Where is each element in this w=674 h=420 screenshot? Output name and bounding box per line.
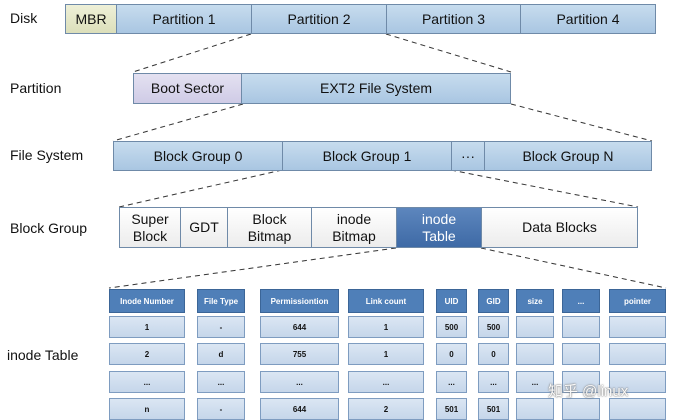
bg-inode-bitmap-line2: Bitmap [332,227,376,244]
fs-block-group-1: Block Group 1 [282,141,452,171]
connector-table-right [480,247,667,289]
table-cell: 1 [109,316,185,338]
table-cell [562,316,600,338]
table-cell: ... [197,371,245,393]
table-header-cell: Inode Number [109,289,185,313]
bg-block-bitmap-line1: Block [252,210,287,227]
table-cell: 1 [348,316,424,338]
connector-table-left [108,247,397,289]
table-cell: 1 [348,343,424,365]
connector-bg-left [118,169,283,208]
fs-block-group-n: Block Group N [484,141,652,171]
disk-label: Disk [10,10,38,26]
disk-partition-1: Partition 1 [116,4,252,34]
table-header-cell: Link count [348,289,424,313]
inode-table-label: inode Table [7,347,79,363]
table-cell: ... [109,371,185,393]
bg-inode-bitmap-line1: inode [336,210,372,227]
table-cell: 500 [436,316,467,338]
disk-partition-2: Partition 2 [251,4,387,34]
connector-partition-left [132,33,252,73]
table-header-cell: ... [562,289,600,313]
table-header-cell: Permissiontion [260,289,339,313]
table-cell [562,398,600,420]
connector-bg-right [450,169,639,208]
table-cell: ... [478,371,509,393]
table-cell: 2 [109,343,185,365]
fs-ellipsis: ··· [451,141,485,171]
disk-mbr: MBR [65,4,117,34]
partition-ext2-file-system: EXT2 File System [241,73,511,104]
table-cell: 644 [260,316,339,338]
table-header-cell: GID [478,289,509,313]
partition-boot-sector: Boot Sector [133,73,242,104]
bg-inode-table-line1: inode [421,210,457,227]
table-cell: 501 [478,398,509,420]
table-header-cell: size [516,289,554,313]
table-cell: 2 [348,398,424,420]
table-cell: ... [348,371,424,393]
table-cell [562,371,600,393]
table-cell: ... [436,371,467,393]
watermark: 知乎 @linux [548,383,629,400]
disk-partition-4: Partition 4 [520,4,656,34]
connector-fs-right [510,103,653,142]
table-cell [562,343,600,365]
table-cell: 0 [436,343,467,365]
bg-super-block-line1: Super [131,210,169,227]
table-cell: 500 [478,316,509,338]
block-group-label: Block Group [10,220,88,236]
fs-block-group-0: Block Group 0 [113,141,283,171]
table-cell [516,316,554,338]
table-cell: - [197,398,245,420]
file-system-label: File System [10,147,84,163]
table-cell [516,398,554,420]
table-header-cell: UID [436,289,467,313]
bg-inode-table-line2: Table [422,227,456,244]
bg-data-blocks: Data Blocks [481,207,638,248]
table-cell: 644 [260,398,339,420]
disk-partition-3: Partition 3 [386,4,521,34]
table-cell [609,316,666,338]
table-cell: n [109,398,185,420]
table-cell: 501 [436,398,467,420]
table-cell: ... [260,371,339,393]
bg-super-block-line2: Block [132,227,168,244]
bg-block-bitmap-line2: Bitmap [247,227,292,244]
table-cell: ... [516,371,554,393]
partition-label: Partition [10,80,62,96]
table-header-cell: File Type [197,289,245,313]
table-cell [516,343,554,365]
bg-data-blocks-line1: Data Blocks [522,219,597,235]
table-cell [609,343,666,365]
bg-gdt-line1: GDT [189,219,219,235]
connector-partition-right [385,33,512,73]
table-header-cell: pointer [609,289,666,313]
table-cell: 755 [260,343,339,365]
table-cell [609,398,666,420]
table-cell: 0 [478,343,509,365]
table-cell: - [197,316,245,338]
connector-fs-left [112,103,244,142]
table-cell: d [197,343,245,365]
bg-gdt: GDT [180,207,228,248]
table-cell [609,371,666,393]
